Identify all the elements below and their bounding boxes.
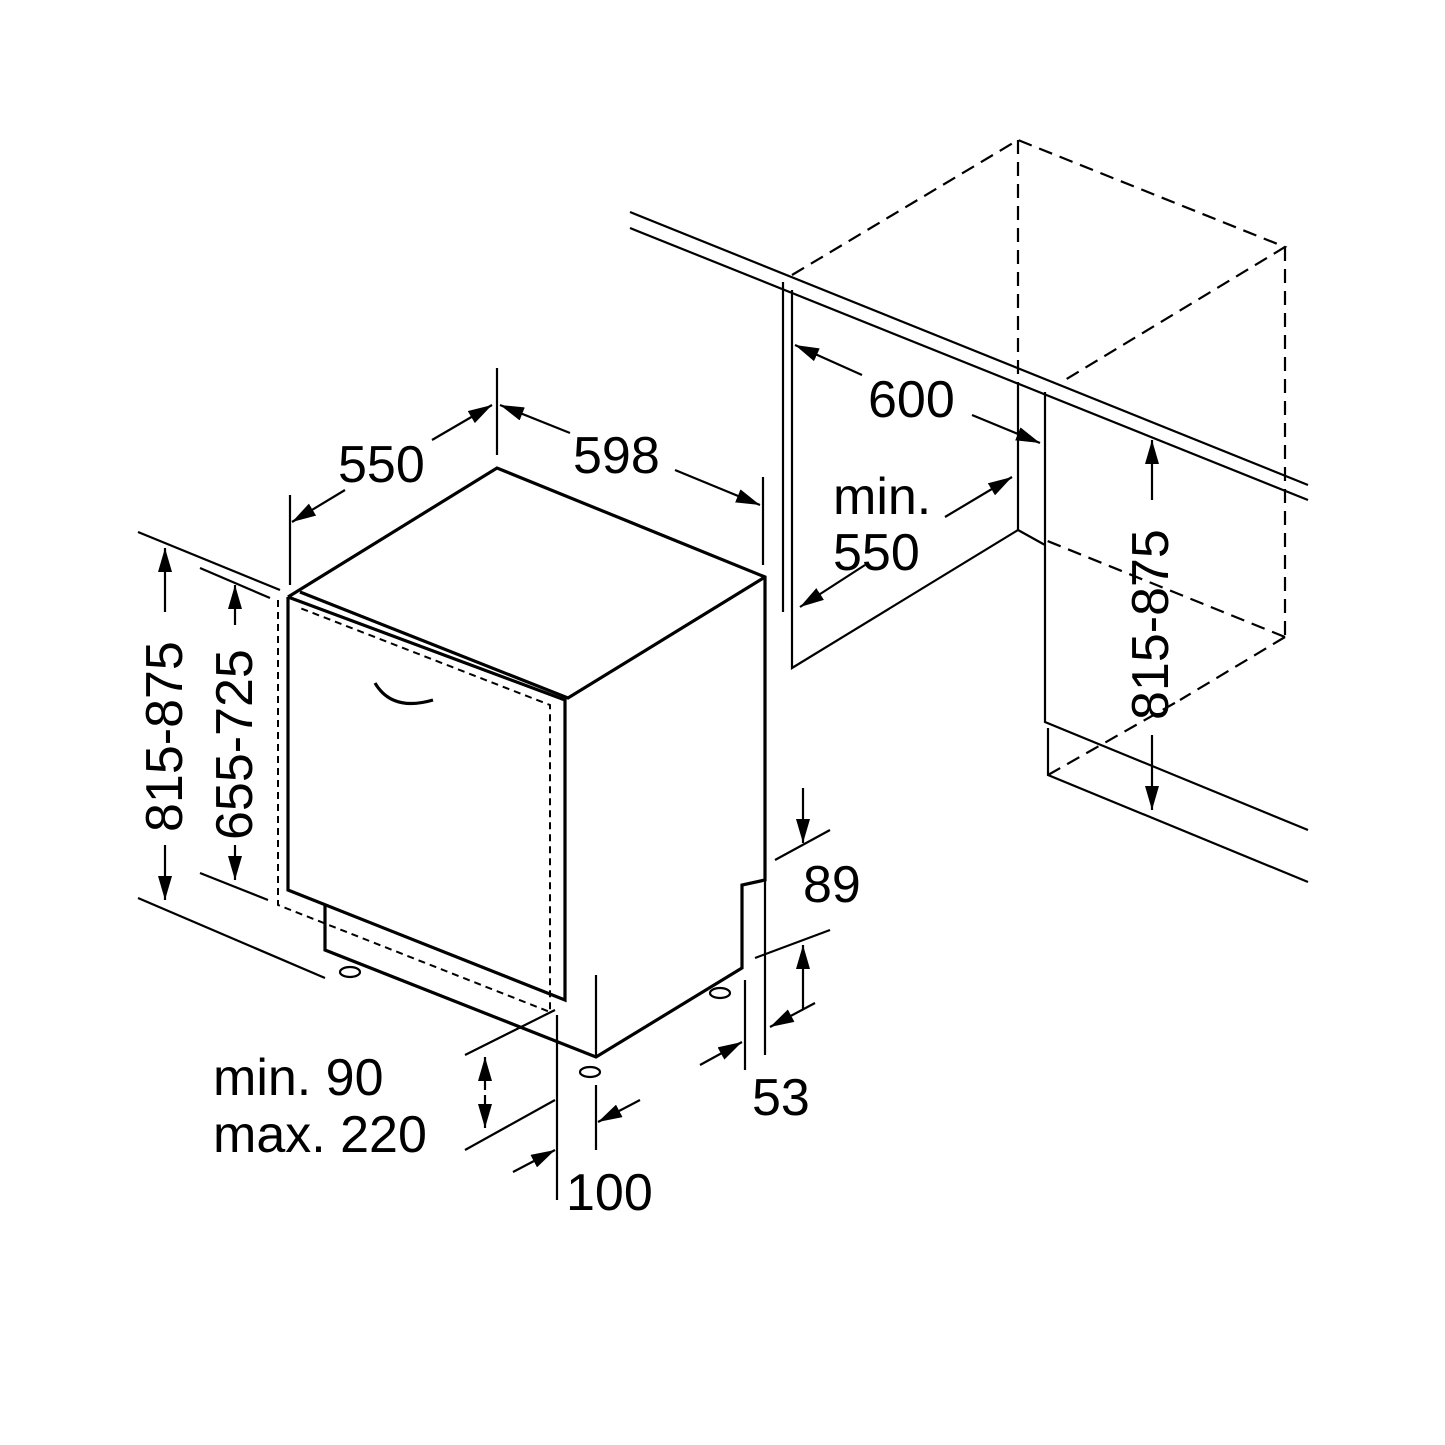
dishwasher-outline [287, 466, 767, 1059]
niche-depth-value-label: 550 [833, 524, 920, 582]
plinth-top-label: 89 [803, 856, 861, 914]
foot [338, 965, 362, 979]
countertop [629, 210, 1309, 502]
depth-label: 550 [338, 436, 425, 494]
door-height-label: 655-725 [206, 649, 264, 840]
appliance-height-label: 815-875 [136, 641, 194, 832]
dishwasher [277, 466, 767, 1079]
plinth-side-label: 53 [752, 1069, 810, 1127]
niche-hidden-edges [791, 138, 1288, 776]
plinth-depth-label: 100 [566, 1164, 653, 1222]
cabinet-walls [781, 282, 1309, 884]
door-handle [373, 682, 434, 706]
foot [708, 986, 732, 1000]
width-label: 598 [573, 427, 660, 485]
top-front-edge [299, 575, 766, 700]
plinth-height-max-label: max. 220 [213, 1106, 427, 1164]
furniture-panel-outline [277, 600, 551, 1014]
niche-height-label: 815-875 [1122, 529, 1180, 720]
foot [578, 1065, 602, 1079]
dimension-lines [137, 343, 1159, 1200]
niche-width-label: 600 [868, 371, 955, 429]
door-panel [286, 595, 567, 1003]
niche-depth-min-label: min. [833, 468, 931, 526]
plinth-height-min-label: min. 90 [213, 1049, 384, 1107]
kitchen-niche [629, 138, 1309, 884]
